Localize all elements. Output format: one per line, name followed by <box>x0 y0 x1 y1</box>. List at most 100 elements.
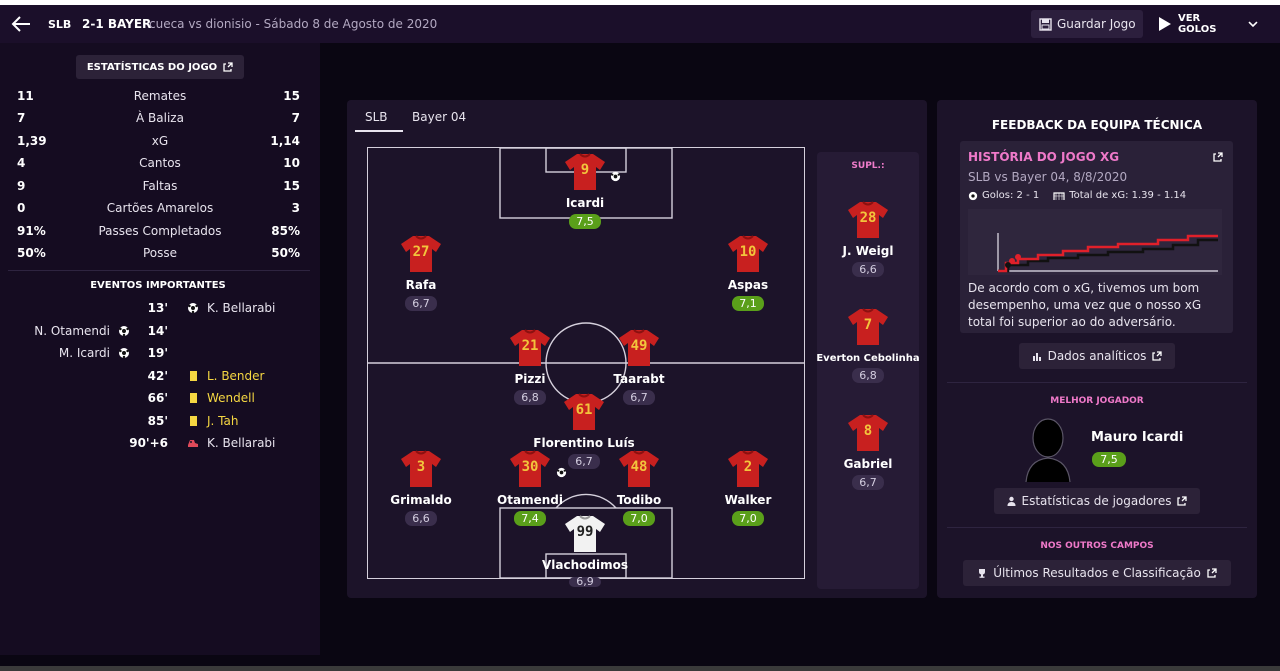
header-subtitle: cueca vs dionisio - Sábado 8 de Agosto d… <box>149 17 438 31</box>
expand-icon[interactable] <box>1213 152 1223 162</box>
event-minute: 42' <box>147 369 168 383</box>
event-row: 13' K. Bellarabi <box>0 299 320 319</box>
back-arrow-icon[interactable] <box>10 14 32 34</box>
save-game-button[interactable]: Guardar Jogo <box>1031 10 1143 38</box>
xg-history-card[interactable]: HISTÓRIA DO JOGO XG SLB vs Bayer 04, 8/8… <box>960 141 1233 333</box>
shirt-number: 99 <box>576 524 594 540</box>
event-row: 85' J. Tah <box>0 412 320 432</box>
xg-total: Total de xG: 1.39 - 1.14 <box>1053 190 1186 201</box>
player-stats-label: Estatísticas de jogadores <box>1021 494 1172 508</box>
stat-label: Faltas <box>142 179 178 193</box>
goal-net-icon <box>1053 191 1065 200</box>
shirt-icon: 9 <box>563 152 607 192</box>
shirt-icon: 27 <box>399 234 443 274</box>
goal-ball-icon <box>188 303 198 314</box>
player-stats-button[interactable]: Estatísticas de jogadores <box>994 488 1200 514</box>
player-rating: 6,7 <box>405 296 437 311</box>
stat-away: 3 <box>291 201 300 215</box>
divider <box>947 382 1247 383</box>
player-name: Icardi <box>565 196 605 210</box>
xg-match-subtitle: SLB vs Bayer 04, 8/8/2020 <box>968 170 1128 184</box>
stat-label: Passes Completados <box>98 224 222 238</box>
player-rating: 6,7 <box>852 475 884 490</box>
shirt-number: 30 <box>521 459 539 475</box>
stat-home: 50% <box>17 246 46 260</box>
player-card[interactable]: 9 Icardi 7,5 <box>530 152 640 229</box>
player-rating: 7,4 <box>514 511 546 526</box>
analytics-button[interactable]: Dados analíticos <box>1019 343 1175 369</box>
player-name: Everton Cebolinha <box>816 353 920 364</box>
goal-ball-icon <box>119 326 129 337</box>
stat-row: 50% Posse 50% <box>0 243 320 263</box>
tab-slb[interactable]: SLB <box>365 110 388 124</box>
results-standings-label: Últimos Resultados e Classificação <box>993 566 1201 580</box>
stat-label: À Baliza <box>136 111 184 125</box>
other-games-title: NOS OUTROS CAMPOS <box>1040 541 1154 551</box>
expand-icon <box>1177 496 1188 506</box>
play-icon <box>1158 17 1171 31</box>
player-rating: 6,7 <box>623 390 655 405</box>
stat-away: 1,14 <box>270 134 300 148</box>
player-card[interactable]: 2 Walker 7,0 <box>693 449 803 526</box>
player-card[interactable]: 21 Pizzi 6,8 <box>475 328 585 405</box>
player-card[interactable]: 48 Todibo 7,0 <box>584 449 694 526</box>
match-stats-button[interactable]: ESTATÍSTICAS DO JOGO <box>76 55 244 79</box>
shirt-number: 28 <box>859 210 877 226</box>
sub-player-card[interactable]: 7 Everton Cebolinha 6,8 <box>813 307 923 383</box>
event-home-player: M. Icardi <box>58 346 110 360</box>
xg-summary: Golos: 2 - 1 Total de xG: 1.39 - 1.14 <box>968 190 1186 201</box>
stat-label: Posse <box>142 246 178 260</box>
player-card[interactable]: 27 Rafa 6,7 <box>366 234 476 311</box>
player-rating: 7,5 <box>569 214 601 229</box>
xg-goals: Golos: 2 - 1 <box>968 190 1039 201</box>
shirt-number: 10 <box>739 244 757 260</box>
stat-home: 9 <box>17 179 26 193</box>
sub-player-card[interactable]: 28 J. Weigl 6,6 <box>813 200 923 277</box>
event-home-player: N. Otamendi <box>34 324 110 338</box>
shirt-icon: 21 <box>508 328 552 368</box>
stat-label: xG <box>151 134 169 148</box>
shirt-number: 9 <box>580 162 590 178</box>
tab-bayer[interactable]: Bayer 04 <box>412 110 467 124</box>
xg-history-title: HISTÓRIA DO JOGO XG <box>968 150 1120 164</box>
player-card[interactable]: 10 Aspas 7,1 <box>693 234 803 311</box>
player-card[interactable]: 49 Taarabt 6,7 <box>584 328 694 405</box>
player-card[interactable]: 61 Florentino Luís 6,7 <box>529 392 639 469</box>
expand-icon <box>1152 351 1163 361</box>
shirt-icon: 48 <box>617 449 661 489</box>
top-strip <box>0 0 1280 5</box>
shirt-icon: 8 <box>846 413 890 453</box>
stat-home: 1,39 <box>17 134 47 148</box>
shirt-icon: 3 <box>399 449 443 489</box>
best-player-title: MELHOR JOGADOR <box>1050 396 1144 406</box>
event-row: 66' Wendell <box>0 389 320 409</box>
event-minute: 14' <box>147 324 168 338</box>
view-goals-button[interactable]: VER GOLOS <box>1158 10 1258 38</box>
sub-player-card[interactable]: 8 Gabriel 6,7 <box>813 413 923 490</box>
stat-label: Remates <box>133 89 187 103</box>
xg-feedback-text: De acordo com o xG, tivemos um bom desem… <box>968 281 1202 329</box>
player-card[interactable]: 30 Otamendi 7,4 <box>475 449 585 526</box>
player-card[interactable]: 99 Vlachodimos 6,9 <box>530 514 640 591</box>
player-rating: 6,6 <box>405 511 437 526</box>
expand-icon <box>1207 568 1217 578</box>
stat-home: 11 <box>17 89 34 103</box>
player-rating: 6,9 <box>569 577 601 587</box>
goal-ball-icon <box>556 467 567 478</box>
stat-row: 11 Remates 15 <box>0 86 320 106</box>
xg-timeline-chart <box>968 209 1222 275</box>
stat-row: 7 À Baliza 7 <box>0 108 320 128</box>
shirt-number: 49 <box>630 338 648 354</box>
yellow-card-icon <box>190 393 197 403</box>
person-icon <box>1007 496 1016 506</box>
event-minute: 19' <box>147 346 168 360</box>
stat-away: 15 <box>283 179 300 193</box>
ball-icon <box>968 191 978 200</box>
player-name: Otamendi <box>497 493 563 507</box>
stat-row: 0 Cartões Amarelos 3 <box>0 198 320 218</box>
results-standings-button[interactable]: Últimos Resultados e Classificação <box>963 560 1231 586</box>
match-stats-title: ESTATÍSTICAS DO JOGO <box>86 61 218 73</box>
player-card[interactable]: 3 Grimaldo 6,6 <box>366 449 476 526</box>
event-away-player: K. Bellarabi <box>207 301 276 315</box>
player-rating: 7,1 <box>732 296 764 311</box>
